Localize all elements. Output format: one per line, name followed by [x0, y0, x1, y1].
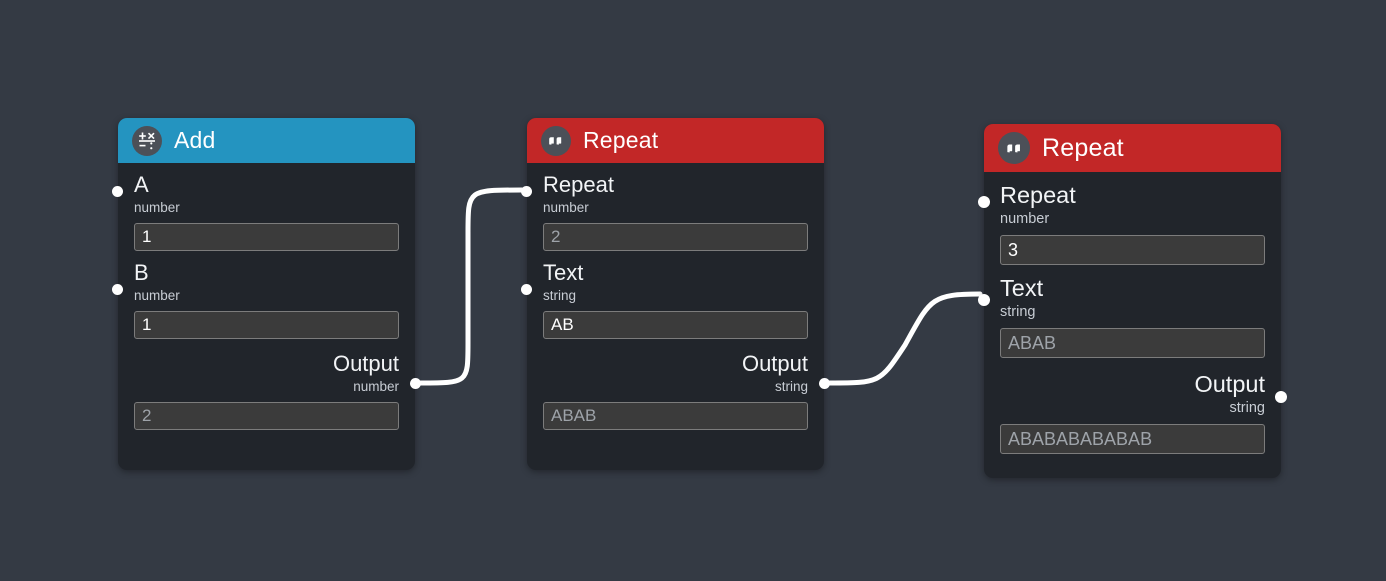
input-field-repeat[interactable]: 2: [543, 223, 808, 251]
input-port-repeat[interactable]: [521, 186, 532, 197]
input-row-b: B number 1: [134, 251, 399, 339]
cable-add-output-to-repeat1-input[interactable]: [417, 187, 525, 386]
input-type-b: number: [134, 288, 180, 303]
input-port-a[interactable]: [112, 186, 123, 197]
node-repeat-2[interactable]: Repeat Repeat number 3 Text string ABAB …: [978, 124, 1287, 478]
output-field: ABAB: [543, 402, 808, 430]
input-label-text: Text: [1000, 275, 1044, 301]
math-operators-icon: [132, 125, 162, 156]
output-type: number: [353, 379, 399, 394]
input-label-repeat: Repeat: [1000, 182, 1076, 208]
node-repeat-1-title: Repeat: [583, 127, 659, 153]
input-port-b[interactable]: [112, 284, 123, 295]
node-add[interactable]: Add A number 1 B number 1 Output number …: [112, 118, 421, 470]
node-repeat-1-body: Repeat number 2 Text string AB Output st…: [527, 163, 824, 446]
input-port-repeat[interactable]: [978, 196, 990, 208]
quote-icon: [541, 125, 571, 156]
input-type-repeat: number: [543, 200, 589, 215]
output-label: Output: [1194, 371, 1265, 397]
input-port-text[interactable]: [521, 284, 532, 295]
input-label-b: B: [134, 260, 149, 285]
input-row-a: A number 1: [134, 163, 399, 251]
input-field-text[interactable]: ABAB: [1000, 328, 1265, 358]
node-repeat-1-header[interactable]: Repeat: [527, 118, 824, 163]
node-repeat-2-body: Repeat number 3 Text string ABAB Output …: [984, 172, 1281, 470]
node-add-header[interactable]: Add: [118, 118, 415, 163]
output-row: Output string ABABABABABAB: [1000, 358, 1265, 454]
input-row-repeat: Repeat number 3: [1000, 172, 1265, 265]
input-type-text: string: [1000, 304, 1036, 320]
node-repeat-2-title: Repeat: [1042, 133, 1124, 162]
output-port[interactable]: [410, 378, 421, 389]
input-type-a: number: [134, 200, 180, 215]
output-label: Output: [332, 351, 399, 376]
input-type-repeat: number: [1000, 211, 1050, 227]
input-row-text: Text string AB: [543, 251, 808, 339]
node-add-body: A number 1 B number 1 Output number 2: [118, 163, 415, 446]
input-field-a[interactable]: 1: [134, 223, 399, 251]
output-row: Output number 2: [134, 339, 399, 430]
output-type: string: [1229, 400, 1265, 416]
input-field-b[interactable]: 1: [134, 311, 399, 339]
output-port[interactable]: [1275, 391, 1287, 403]
input-row-text: Text string ABAB: [1000, 265, 1265, 358]
node-repeat-1[interactable]: Repeat Repeat number 2 Text string AB Ou…: [521, 118, 830, 470]
quote-icon: [998, 132, 1030, 164]
output-field: 2: [134, 402, 399, 430]
input-field-repeat[interactable]: 3: [1000, 235, 1265, 265]
input-label-a: A: [134, 172, 149, 197]
output-row: Output string ABAB: [543, 339, 808, 430]
node-repeat-2-header[interactable]: Repeat: [984, 124, 1281, 172]
input-port-text[interactable]: [978, 294, 990, 306]
node-add-title: Add: [174, 127, 216, 153]
output-label: Output: [741, 351, 808, 376]
input-label-text: Text: [543, 260, 584, 285]
output-field: ABABABABABAB: [1000, 424, 1265, 454]
input-type-text: string: [543, 288, 577, 303]
output-type: string: [774, 379, 808, 394]
output-port[interactable]: [819, 378, 830, 389]
cable-repeat1-output-to-repeat2-input[interactable]: [826, 291, 983, 386]
input-label-repeat: Repeat: [543, 172, 614, 197]
input-field-text[interactable]: AB: [543, 311, 808, 339]
input-row-repeat: Repeat number 2: [543, 163, 808, 251]
